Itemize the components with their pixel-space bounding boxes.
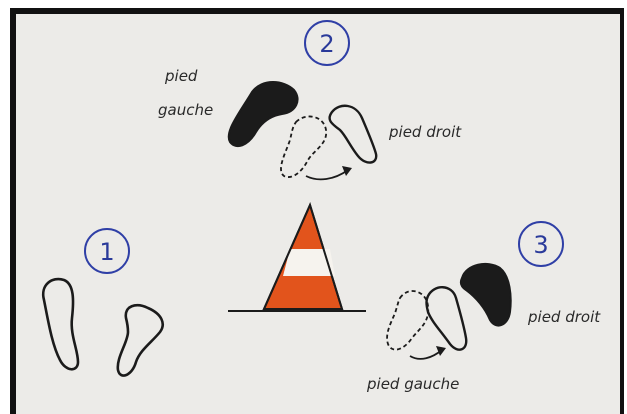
step-2-number: 2 <box>319 30 334 58</box>
step-3-bottom-label: pied gauche <box>366 375 459 393</box>
paper-sheet <box>16 14 620 414</box>
step-1-number: 1 <box>99 238 114 266</box>
step-2-right-label: pied droit <box>388 123 462 141</box>
step-2-left-label-line1: pied <box>164 67 198 85</box>
step-2-left-label-line2: gauche <box>158 101 213 119</box>
step-3-right-label: pied droit <box>527 308 601 326</box>
step-3-number: 3 <box>533 231 548 259</box>
